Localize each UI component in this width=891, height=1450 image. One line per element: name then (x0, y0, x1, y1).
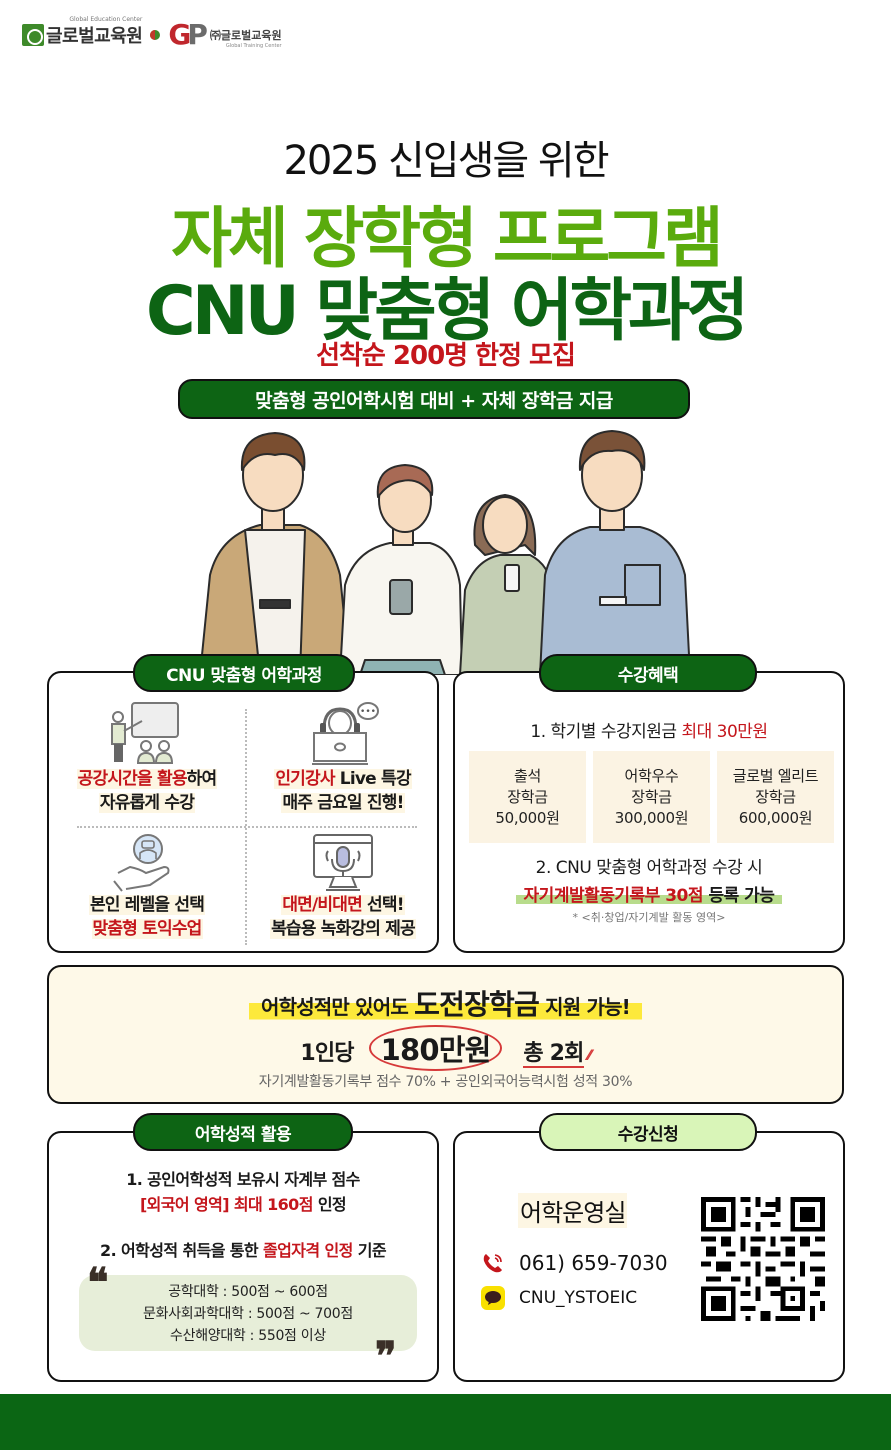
challenge-amount: 1인당 180만원 총 2회⁄⁄ (49, 1025, 842, 1071)
scholarship-global-elite: 글로벌 엘리트 장학금 600,000원 (717, 751, 834, 843)
hero-title-line2: CNU 맞춤형 어학과정 (145, 272, 749, 351)
amount-circled: 180만원 (368, 1025, 503, 1071)
benefit-note: * <취·창업/자기계발 활동 영역> (572, 911, 726, 924)
global-training-center-logo: GP ㈜글로벌교육원 Global Training Center (168, 18, 282, 51)
hero-subtitle: 2025 신입생을 위한 (283, 138, 609, 184)
benefits-card: 1. 학기별 수강지원금 최대 30만원 출석 장학금 50,000원 어학우수… (453, 671, 845, 953)
challenge-headline: 어학성적만 있어도 도전장학금 지원 가능! (49, 983, 842, 1023)
benefit-item-1: 1. 학기별 수강지원금 최대 30만원 (530, 722, 768, 742)
hand-person-level-icon (49, 831, 245, 893)
lecture-presentation-icon (49, 697, 245, 767)
office-name: 어학운영실 (518, 1193, 628, 1228)
scholarship-language-excellence: 어학우수 장학금 300,000원 (593, 751, 710, 843)
logo-bar: 글로벌교육원 Global Education Center GP ㈜글로벌교육… (22, 16, 282, 52)
score-usage-card: 1. 공인어학성적 보유시 자계부 점수 [외국어 영역] 최대 160점 인정… (47, 1131, 439, 1382)
qr-code[interactable] (701, 1197, 825, 1321)
program-banner: 맞춤형 공인어학시험 대비 + 자체 장학금 지급 (178, 379, 690, 419)
gp-logo-mark: GP (168, 18, 207, 51)
recruit-highlight: 선착순 200명 한정 모집 (316, 341, 576, 371)
kakao-contact[interactable]: CNU_YSTOEIC (481, 1286, 637, 1310)
feature-online-offline: 대면/비대면 선택!복습용 녹화강의 제공 (245, 831, 441, 941)
footer-band (0, 1394, 891, 1450)
global-education-center-logo: 글로벌교육원 Global Education Center (22, 16, 143, 48)
close-quote-icon: ❞ (375, 1333, 397, 1380)
microphone-monitor-icon (245, 831, 441, 893)
students-illustration (199, 430, 691, 675)
svg-text:•••: ••• (360, 707, 376, 717)
benefits-card-tab: 수강혜택 (539, 654, 757, 692)
sparkle-icon: ⁄⁄ (587, 1048, 592, 1064)
score-item-1: 1. 공인어학성적 보유시 자계부 점수 [외국어 영역] 최대 160점 인정 (126, 1170, 360, 1214)
logo-emblem-icon (22, 24, 44, 46)
score-item-2: 2. 어학성적 취득을 통한 졸업자격 인정 기준 (100, 1241, 387, 1260)
open-quote-icon: ❝ (87, 1259, 109, 1306)
scholarship-attendance: 출석 장학금 50,000원 (469, 751, 586, 843)
graduation-criteria-box: 공학대학 : 500점 ~ 600점 문화사회과학대학 : 500점 ~ 700… (79, 1275, 417, 1351)
course-card-tab: CNU 맞춤형 어학과정 (133, 654, 355, 692)
scholarship-list: 출석 장학금 50,000원 어학우수 장학금 300,000원 글로벌 엘리트… (469, 751, 834, 843)
collaboration-x-icon (150, 30, 161, 40)
criteria-engineering: 공학대학 : 500점 ~ 600점 (168, 1284, 328, 1300)
score-card-tab: 어학성적 활용 (133, 1113, 353, 1151)
phone-icon (481, 1251, 505, 1275)
phone-contact[interactable]: 061) 659-7030 (481, 1251, 668, 1275)
benefit-item-2-detail: 자기계발활동기록부 30점 등록 가능 (455, 881, 843, 906)
hero-title-line1: 자체 장학형 프로그램 (171, 200, 723, 277)
registration-card: 어학운영실 061) 659-7030 CNU_YSTOEIC (453, 1131, 845, 1382)
registration-card-tab: 수강신청 (539, 1113, 757, 1151)
challenge-scholarship-card: 어학성적만 있어도 도전장학금 지원 가능! 1인당 180만원 총 2회⁄⁄ … (47, 965, 844, 1104)
criteria-culture-social-science: 문화사회과학대학 : 500점 ~ 700점 (143, 1306, 353, 1322)
challenge-criteria: 자기계발활동기록부 점수 70% + 공인외국어능력시험 성적 30% (258, 1074, 633, 1090)
divider-horizontal (77, 826, 417, 828)
online-headset-laptop-icon: ••• (245, 697, 441, 767)
benefit-item-2: 2. CNU 맞춤형 어학과정 수강 시 (535, 858, 763, 878)
criteria-fisheries-marine: 수산해양대학 : 550점 이상 (170, 1328, 326, 1344)
kakaotalk-icon (481, 1286, 505, 1310)
